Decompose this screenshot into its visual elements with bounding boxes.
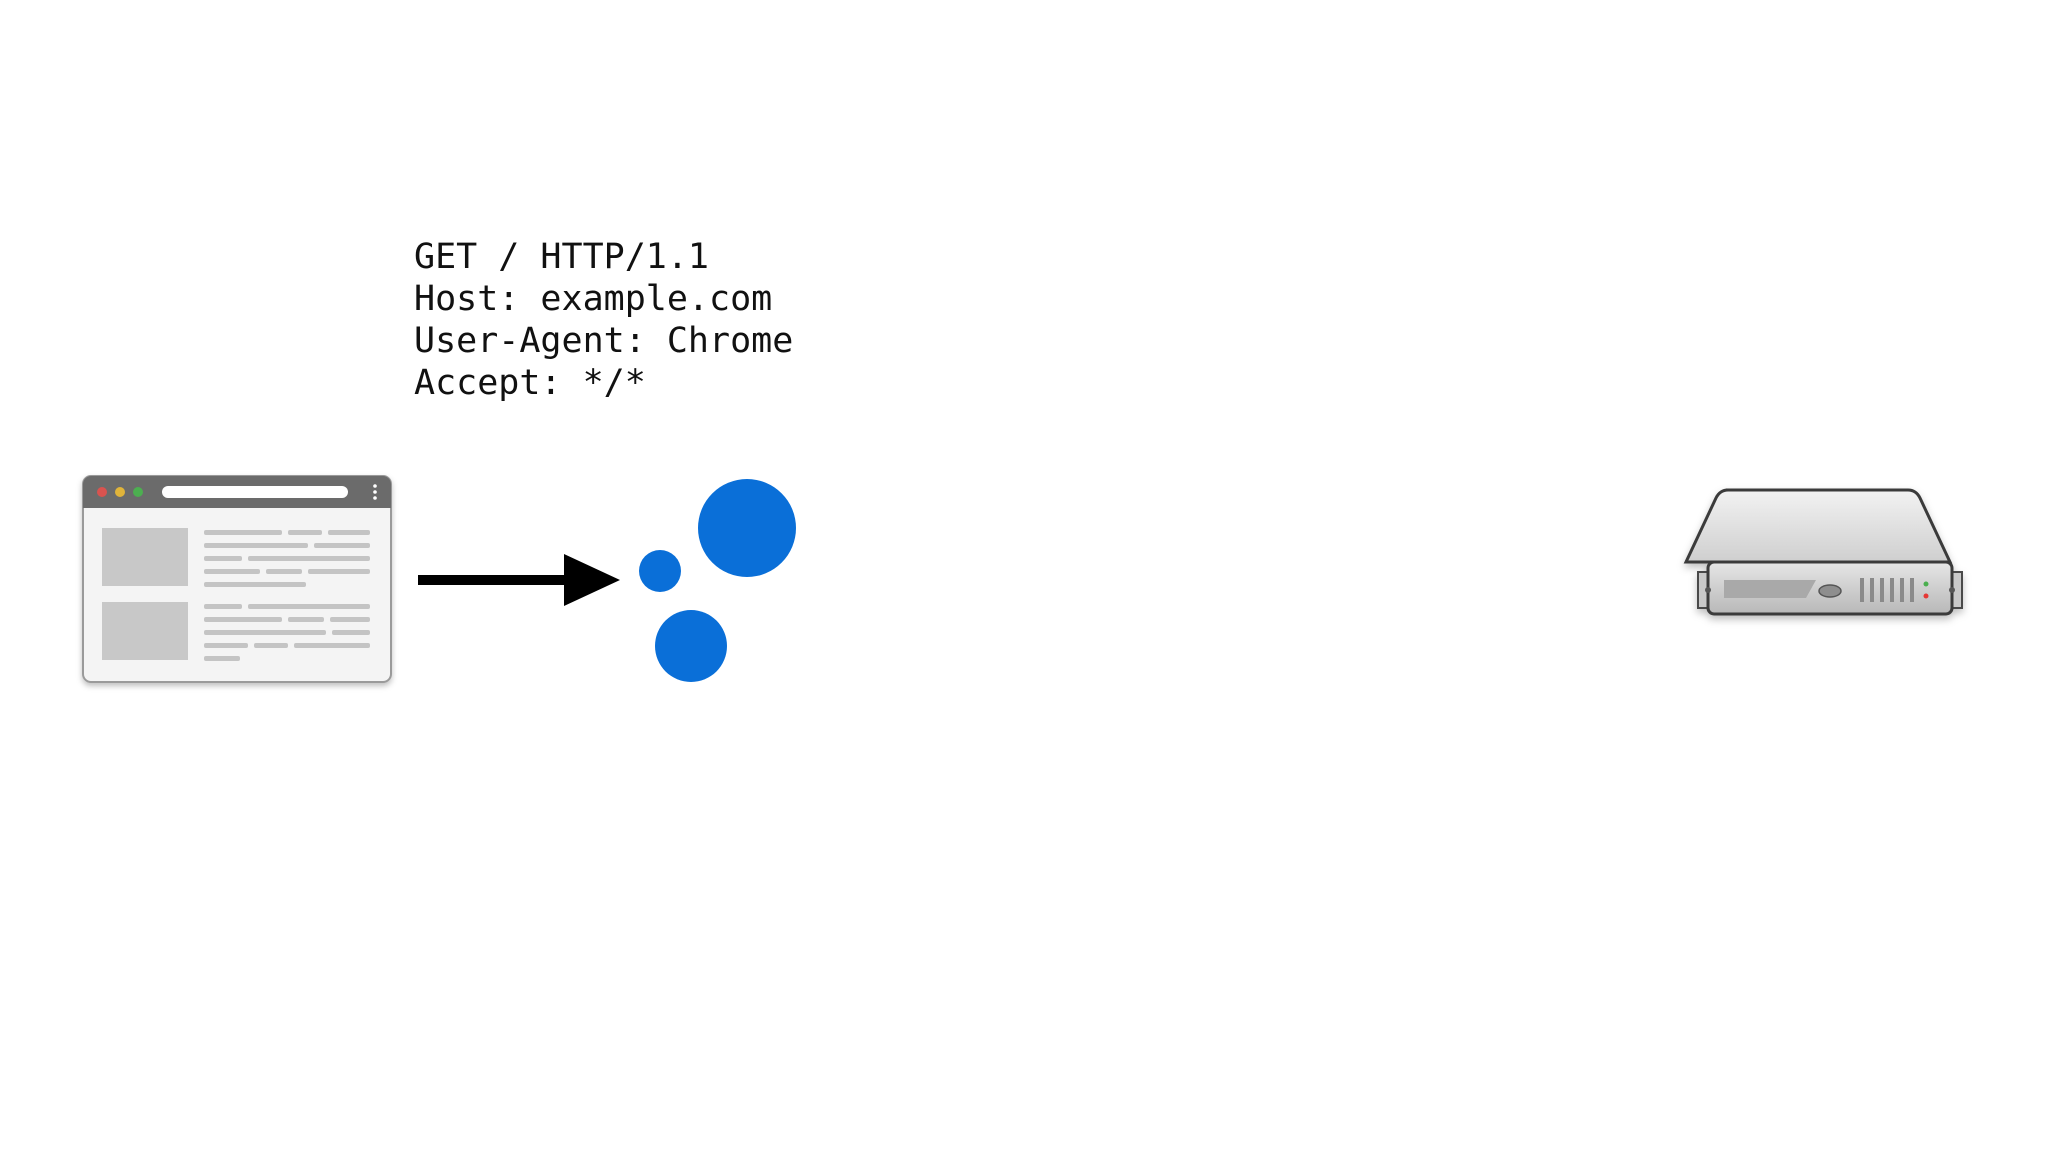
packet-large [698,479,796,577]
minimize-dot-icon [115,487,125,497]
user-agent-header-line: User-Agent: Chrome [414,321,794,361]
server-icon [1683,480,1970,640]
host-header-line: Host: example.com [414,279,773,319]
close-dot-icon [97,487,107,497]
right-arrow-icon [418,550,620,610]
browser-window-icon [80,474,394,688]
maximize-dot-icon [133,487,143,497]
packet-medium [655,610,727,682]
accept-header-line: Accept: */* [414,363,646,403]
packet-small [639,550,681,592]
address-bar [162,486,348,498]
data-packets-icon [630,474,805,688]
request-line: GET / HTTP/1.1 [414,237,710,277]
